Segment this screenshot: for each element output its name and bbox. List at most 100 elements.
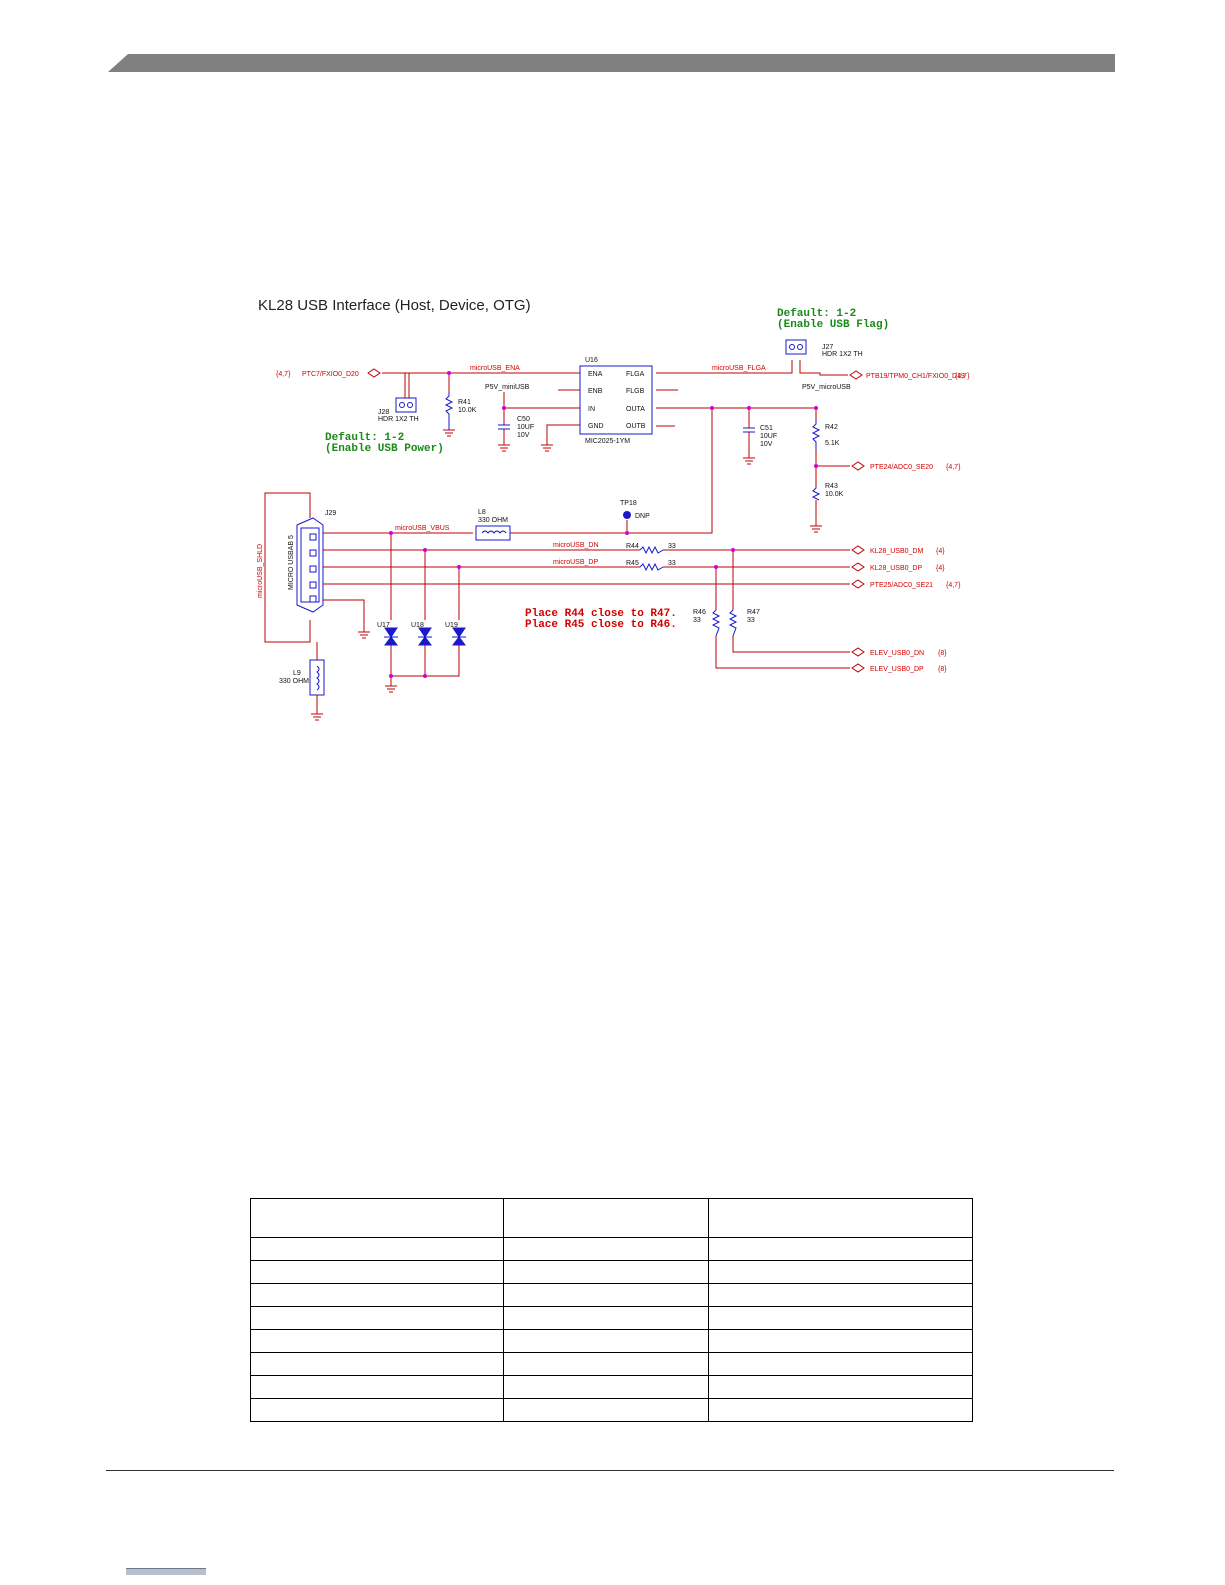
svg-text:PTE24/ADC0_SE20: PTE24/ADC0_SE20	[870, 464, 933, 471]
svg-text:ELEV_USB0_DP: ELEV_USB0_DP	[870, 666, 924, 673]
svg-text:microUSB_ENA: microUSB_ENA	[470, 365, 520, 372]
svg-text:J27: J27	[822, 344, 833, 351]
svg-text:C51: C51	[760, 425, 773, 432]
flag-default-note-2: (Enable USB Flag)	[777, 319, 889, 331]
svg-text:5.1K: 5.1K	[825, 440, 840, 447]
svg-text:U17: U17	[377, 622, 390, 629]
svg-text:U16: U16	[585, 357, 598, 364]
svg-text:33: 33	[668, 543, 676, 550]
svg-text:FLGA: FLGA	[626, 371, 645, 378]
empty-table	[250, 1198, 973, 1422]
svg-text:{4,7}: {4,7}	[946, 464, 961, 471]
svg-text:R42: R42	[825, 424, 838, 431]
table-row	[250, 1237, 973, 1261]
svg-text:R47: R47	[747, 609, 760, 616]
tvs-diodes	[384, 627, 466, 646]
table-row	[250, 1260, 973, 1284]
svg-text:10V: 10V	[760, 441, 773, 448]
svg-text:DNP: DNP	[635, 513, 650, 520]
svg-text:33: 33	[747, 617, 755, 624]
svg-text:MICRO USBAB 5: MICRO USBAB 5	[288, 535, 295, 590]
svg-text:KL28_USB0_DM: KL28_USB0_DM	[870, 548, 923, 555]
svg-text:L8: L8	[478, 509, 486, 516]
table-row	[250, 1329, 973, 1353]
svg-text:{4,7}: {4,7}	[955, 373, 970, 380]
svg-text:HDR 1X2 TH: HDR 1X2 TH	[822, 351, 863, 358]
wires	[264, 360, 850, 714]
svg-text:R41: R41	[458, 399, 471, 406]
svg-text:R46: R46	[693, 609, 706, 616]
svg-text:{4}: {4}	[936, 565, 945, 572]
svg-text:ELEV_USB0_DN: ELEV_USB0_DN	[870, 650, 924, 657]
placement-note-2: Place R45 close to R46.	[525, 619, 677, 631]
tp18-testpoint	[623, 511, 631, 519]
table-row	[250, 1306, 973, 1330]
ferrites	[309, 525, 511, 696]
header-bar	[108, 54, 1115, 72]
table-row	[250, 1352, 973, 1376]
ground-symbols	[311, 429, 822, 721]
header-bar-shape	[108, 54, 1115, 72]
svg-text:microUSB_FLGA: microUSB_FLGA	[712, 365, 766, 372]
svg-text:TP18: TP18	[620, 500, 637, 507]
svg-text:{8}: {8}	[938, 650, 947, 657]
resistors	[444, 392, 821, 637]
svg-text:ENA: ENA	[588, 371, 603, 378]
svg-text:10V: 10V	[517, 432, 530, 439]
svg-text:PTE25/ADC0_SE21: PTE25/ADC0_SE21	[870, 582, 933, 589]
svg-text:33: 33	[693, 617, 701, 624]
svg-text:J28: J28	[378, 409, 389, 416]
svg-text:{4,7}: {4,7}	[946, 582, 961, 589]
svg-text:microUSB_VBUS: microUSB_VBUS	[395, 525, 450, 532]
svg-text:10UF: 10UF	[517, 424, 534, 431]
svg-text:OUTB: OUTB	[626, 423, 646, 430]
power-default-note: Default: 1-2	[325, 432, 404, 444]
j29-connector	[296, 517, 324, 613]
svg-text:HDR 1X2 TH: HDR 1X2 TH	[378, 416, 419, 423]
svg-text:microUSB_DN: microUSB_DN	[553, 542, 599, 549]
flag-default-note: Default: 1-2	[777, 308, 856, 320]
svg-text:330 OHM: 330 OHM	[478, 517, 508, 524]
placement-note: Place R44 close to R47.	[525, 608, 677, 620]
svg-text:L9: L9	[293, 670, 301, 677]
svg-text:U19: U19	[445, 622, 458, 629]
svg-text:P5V_microUSB: P5V_microUSB	[802, 384, 851, 391]
svg-text:PTB19/TPM0_CH1/FXIO0_D19: PTB19/TPM0_CH1/FXIO0_D19	[866, 373, 965, 380]
svg-text:microUSB_DP: microUSB_DP	[553, 559, 598, 566]
svg-text:P5V_miniUSB: P5V_miniUSB	[485, 384, 530, 391]
svg-text:MIC2025-1YM: MIC2025-1YM	[585, 438, 630, 445]
svg-text:FLGB: FLGB	[626, 388, 645, 395]
offpage-connectors	[367, 368, 865, 673]
svg-text:{8}: {8}	[938, 666, 947, 673]
table-row	[250, 1398, 973, 1422]
u16-ic: U16 MIC2025-1YM ENA ENB IN GND FLGA FLGB…	[579, 357, 653, 445]
page-marker	[126, 1568, 206, 1575]
svg-text:{4,7}: {4,7}	[276, 371, 291, 378]
svg-text:C50: C50	[517, 416, 530, 423]
svg-text:R43: R43	[825, 483, 838, 490]
svg-text:PTC7/FXIO0_D20: PTC7/FXIO0_D20	[302, 371, 359, 378]
usb-schematic: KL28 USB Interface (Host, Device, OTG) D…	[257, 297, 970, 721]
svg-text:33: 33	[668, 560, 676, 567]
svg-text:KL28_USB0_DP: KL28_USB0_DP	[870, 565, 922, 572]
svg-text:10.0K: 10.0K	[825, 491, 844, 498]
capacitors	[498, 424, 755, 458]
svg-text:U18: U18	[411, 622, 424, 629]
svg-text:330 OHM: 330 OHM	[279, 678, 309, 685]
svg-text:R44: R44	[626, 543, 639, 550]
svg-text:ENB: ENB	[588, 388, 603, 395]
svg-text:IN: IN	[588, 406, 595, 413]
footer-rule	[106, 1470, 1114, 1471]
svg-text:10.0K: 10.0K	[458, 407, 477, 414]
svg-text:GND: GND	[588, 423, 604, 430]
figure-title: KL28 USB Interface (Host, Device, OTG)	[258, 297, 531, 314]
svg-text:R45: R45	[626, 560, 639, 567]
svg-text:J29: J29	[325, 510, 336, 517]
power-default-note-2: (Enable USB Power)	[325, 443, 444, 455]
junctions	[389, 371, 818, 678]
j27-header: J27 HDR 1X2 TH	[785, 339, 863, 358]
svg-text:10UF: 10UF	[760, 433, 777, 440]
j28-header: J28 HDR 1X2 TH	[378, 397, 419, 423]
svg-text:OUTA: OUTA	[626, 406, 645, 413]
table-header-row	[250, 1198, 973, 1238]
